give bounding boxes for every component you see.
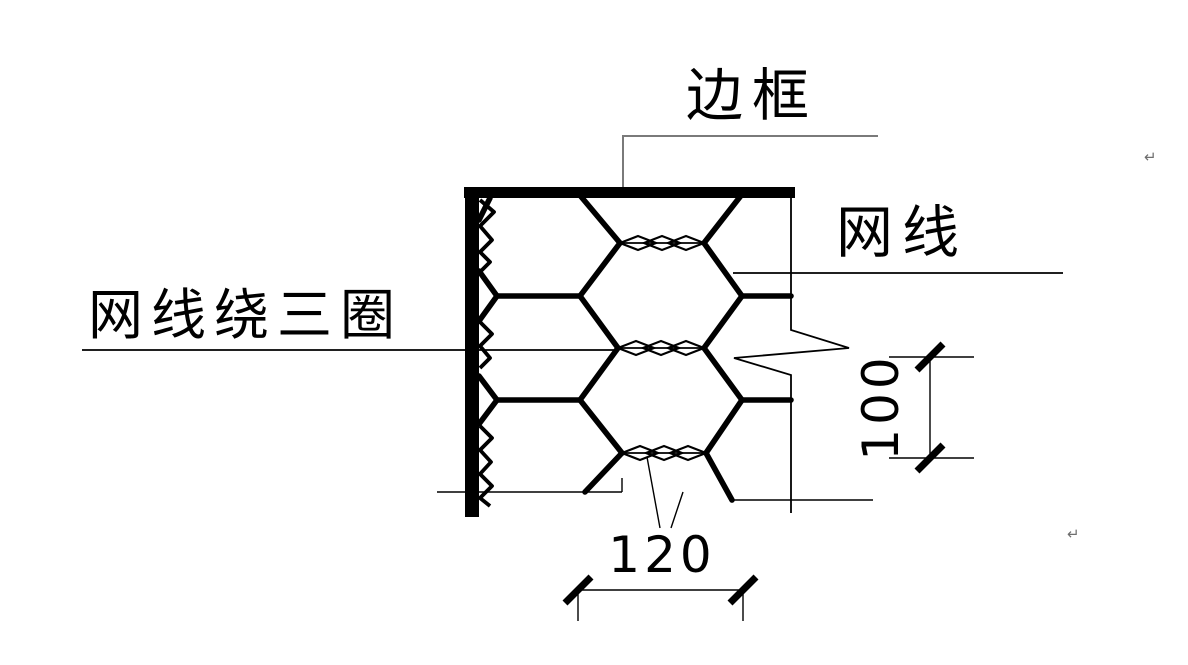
width-dim-leader [646,456,684,529]
height-dimension-lines [889,341,974,474]
wire-twist-row-2 [614,339,708,357]
paragraph-mark-top: ↵ [1144,149,1157,166]
wire-wrap-zigzag [478,198,496,508]
frame-label: 边框 [686,63,818,129]
wire-twist-row-3 [618,444,710,462]
break-line [733,197,850,513]
top-frame-bar [464,187,795,198]
width-dimension-value: 120 [608,526,716,584]
paragraph-mark-bottom: ↵ [1067,526,1080,543]
wire-wrap-label: 网线绕三圈 [88,283,404,347]
wire-twist-row-1 [616,234,708,252]
mesh-wire-label: 网线 [836,200,968,266]
frame-leader-line [622,135,878,191]
height-dimension-value: 100 [852,353,910,461]
width-dimension-lines [562,574,759,621]
left-frame-bar [465,187,479,517]
hex-mesh-wires [476,190,794,503]
